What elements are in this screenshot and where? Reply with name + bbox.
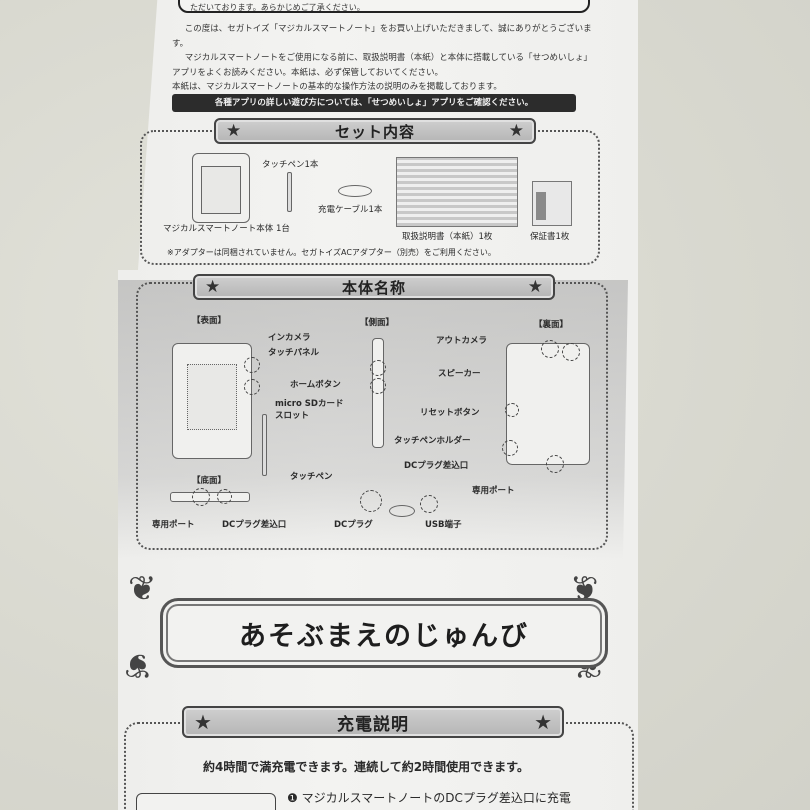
star-icon: ★ (534, 710, 552, 734)
intro-paragraph-1: この度は、セガトイズ「マジカルスマートノート」をお買い上げいただきまして、誠にあ… (172, 24, 592, 49)
device-screen (201, 166, 241, 214)
dc-plug-label: DCプラグ (334, 520, 373, 530)
dedicated-port-label: 専用ポート (472, 486, 515, 496)
dc-plug-port-label: DCプラグ差込口 (404, 461, 469, 471)
device-illustration (192, 153, 250, 223)
notice-line-1: …お問い合わせの内容を正しく把握し適切に対応するため、通話の内容を録音させてい (190, 0, 578, 2)
star-icon: ★ (226, 121, 242, 141)
intro-paragraph-3: 本紙は、マジカルスマートノートの基本的な操作方法の説明のみを掲載しております。 (172, 82, 502, 92)
star-icon: ★ (527, 277, 543, 297)
touch-pen-label: タッチペン1本 (262, 160, 319, 170)
side-callout-1 (370, 360, 386, 376)
star-icon: ★ (508, 121, 524, 141)
pen-holder-callout (502, 440, 518, 456)
dc-plug-callout (360, 490, 382, 512)
cable-loop (389, 505, 415, 517)
front-device-illustration (172, 343, 252, 459)
charging-summary: 約4時間で満充電できます。連続して約2時間使用できます。 (203, 760, 529, 774)
preparation-title-frame: あそぶまえのじゅんび (160, 598, 608, 668)
set-contents-title: セット内容 (334, 122, 415, 141)
device-label: マジカルスマートノート本体 1台 (163, 224, 290, 234)
usb-callout (420, 495, 438, 513)
bottom-port-callout (192, 488, 210, 506)
bottom-dc-callout (217, 489, 232, 504)
side-view-label: 【側面】 (360, 318, 395, 328)
step-illustration-box (136, 793, 276, 810)
star-icon: ★ (194, 710, 212, 734)
adapter-note: ※アダプターは同梱されていません。セガトイズACアダプター（別売）をご利用くださ… (167, 248, 496, 257)
out-camera-callout (541, 340, 559, 358)
charging-header: ★ 充電説明 ★ (182, 706, 564, 738)
side-callout-2 (370, 378, 386, 394)
step-1: ❶ マジカルスマートノートのDCプラグ差込口に充電 (287, 789, 571, 806)
star-icon: ★ (205, 277, 221, 297)
home-button-label: ホームボタン (290, 380, 341, 390)
app-guide-banner: 各種アプリの詳しい遊び方については、「せつめいしょ」アプリをご確認ください。 (172, 94, 576, 112)
reset-button-callout (505, 403, 519, 417)
speaker-label: スピーカー (438, 369, 481, 379)
warranty-thumbnail (532, 181, 572, 226)
notice-box: …お問い合わせの内容を正しく把握し適切に対応するため、通話の内容を録音させてい … (178, 0, 590, 13)
ornament-bottom-left-icon: ❦ (124, 645, 153, 685)
back-device-illustration (506, 343, 590, 465)
bottom-view-label: 【底面】 (192, 476, 227, 486)
front-device-screen (187, 364, 237, 430)
intro-paragraph-2: マジカルスマートノートをご使用になる前に、取扱説明書（本紙）と本体に搭載している… (172, 53, 592, 78)
touch-pen-illustration (287, 172, 292, 212)
usb-terminal-label: USB端子 (425, 520, 462, 530)
port-callout (546, 455, 564, 473)
set-contents-header: ★ セット内容 ★ (214, 118, 536, 144)
charging-title: 充電説明 (337, 714, 409, 735)
intro-text: この度は、セガトイズ「マジカルスマートノート」をお買い上げいただきまして、誠にあ… (172, 22, 592, 95)
sd-slot-callout (244, 379, 260, 395)
bottom-port-label: 専用ポート (152, 520, 195, 530)
front-view-label: 【表面】 (192, 316, 227, 326)
manual-label: 取扱説明書（本紙）1枚 (402, 232, 493, 242)
bottom-device-illustration (170, 492, 250, 502)
touch-panel-label: タッチパネル (268, 348, 320, 358)
in-camera-label: インカメラ (268, 333, 311, 343)
charging-cable-label: 充電ケーブル1本 (318, 205, 383, 215)
bottom-dc-label: DCプラグ差込口 (222, 520, 287, 530)
part-names-header: ★ 本体名称 ★ (193, 274, 555, 300)
pen-holder-label: タッチペンホルダー (394, 436, 471, 446)
sd-slot-label: スロット (275, 411, 310, 421)
cable-illustration (338, 185, 372, 197)
touch-pen-part-label: タッチペン (290, 472, 333, 482)
warranty-label: 保証書1枚 (530, 232, 570, 242)
step-1-text: マジカルスマートノートのDCプラグ差込口に充電 (301, 791, 571, 805)
sd-card-label: micro SDカード (275, 399, 344, 409)
back-view-label: 【裏面】 (534, 320, 569, 330)
reset-button-label: リセットボタン (420, 408, 480, 418)
touch-pen-illustration (262, 414, 267, 476)
out-camera-label: アウトカメラ (436, 336, 488, 346)
preparation-title: あそぶまえのじゅんび (239, 620, 529, 652)
manual-thumbnail (396, 157, 518, 227)
part-names-title: 本体名称 (341, 278, 406, 297)
step-1-number: ❶ (287, 791, 298, 805)
notice-line-2: ただいております。あらかじめご了承ください。 (190, 3, 365, 12)
home-button-callout (244, 357, 260, 373)
speaker-callout (562, 343, 580, 361)
ornament-top-left-icon: ❦ (128, 569, 157, 609)
